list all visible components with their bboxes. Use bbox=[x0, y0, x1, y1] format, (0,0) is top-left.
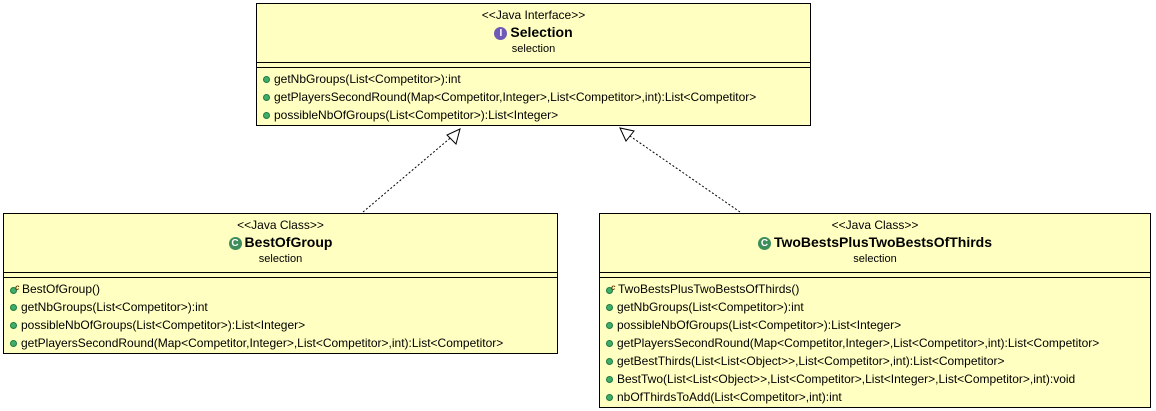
operation-item[interactable]: possibleNbOfGroups(List<Competitor>):Lis… bbox=[263, 106, 810, 124]
operation-item[interactable]: nbOfThirdsToAdd(List<Competitor>,int):in… bbox=[606, 388, 1150, 406]
constructor-icon: c bbox=[10, 283, 20, 294]
public-method-icon bbox=[263, 93, 270, 101]
public-method-icon bbox=[606, 339, 613, 347]
operations-divider bbox=[600, 277, 1150, 278]
public-method-icon bbox=[10, 339, 17, 347]
operation-item[interactable]: possibleNbOfGroups(List<Competitor>):Lis… bbox=[10, 316, 557, 334]
attributes-divider bbox=[257, 62, 810, 63]
operation-item[interactable]: getNbGroups(List<Competitor>):int bbox=[606, 298, 1150, 316]
class-name: BestOfGroup bbox=[244, 234, 333, 250]
class-icon: C bbox=[757, 237, 771, 250]
public-method-icon bbox=[606, 303, 613, 311]
interface-operations: getNbGroups(List<Competitor>):int getPla… bbox=[257, 68, 810, 124]
public-method-icon bbox=[10, 321, 17, 329]
interface-icon: I bbox=[494, 27, 508, 40]
interface-stereotype: <<Java Interface>> bbox=[481, 8, 586, 22]
operations-divider bbox=[257, 67, 810, 68]
attributes-divider bbox=[4, 272, 557, 273]
operation-item[interactable]: getPlayersSecondRound(Map<Competitor,Int… bbox=[10, 334, 557, 352]
interface-name: Selection bbox=[510, 24, 573, 40]
interface-package: selection bbox=[511, 43, 556, 55]
public-method-icon bbox=[10, 303, 17, 311]
realization-line-right bbox=[626, 133, 741, 213]
class-name: TwoBestsPlusTwoBestsOfThirds bbox=[773, 234, 993, 250]
attributes-divider bbox=[600, 272, 1150, 273]
class-package: selection bbox=[258, 253, 303, 265]
public-method-icon bbox=[263, 111, 270, 119]
realization-arrowhead-left bbox=[446, 128, 461, 145]
class-stereotype: <<Java Class>> bbox=[831, 218, 919, 232]
operations-divider bbox=[4, 277, 557, 278]
class-icon: C bbox=[228, 237, 242, 250]
realization-arrowhead-right bbox=[619, 127, 635, 142]
operation-item[interactable]: BestTwo(List<List<Object>>,List<Competit… bbox=[606, 370, 1150, 388]
class-package: selection bbox=[853, 253, 897, 265]
public-method-icon bbox=[606, 393, 613, 401]
public-method-icon bbox=[606, 321, 613, 329]
constructor-icon: c bbox=[606, 283, 616, 294]
operation-item[interactable]: possibleNbOfGroups(List<Competitor>):Lis… bbox=[606, 316, 1150, 334]
class-stereotype: <<Java Class>> bbox=[237, 218, 324, 232]
operation-item[interactable]: getNbGroups(List<Competitor>):int bbox=[10, 298, 557, 316]
operation-item[interactable]: getPlayersSecondRound(Map<Competitor,Int… bbox=[263, 88, 810, 106]
operation-item[interactable]: getBestThirds(List<List<Object>>,List<Co… bbox=[606, 352, 1150, 370]
operation-item[interactable]: getPlayersSecondRound(Map<Competitor,Int… bbox=[606, 334, 1150, 352]
public-method-icon bbox=[606, 375, 613, 383]
public-method-icon bbox=[263, 75, 270, 83]
realization-line-left bbox=[362, 133, 456, 213]
public-method-icon bbox=[606, 357, 613, 365]
operation-item[interactable]: getNbGroups(List<Competitor>):int bbox=[263, 70, 810, 88]
